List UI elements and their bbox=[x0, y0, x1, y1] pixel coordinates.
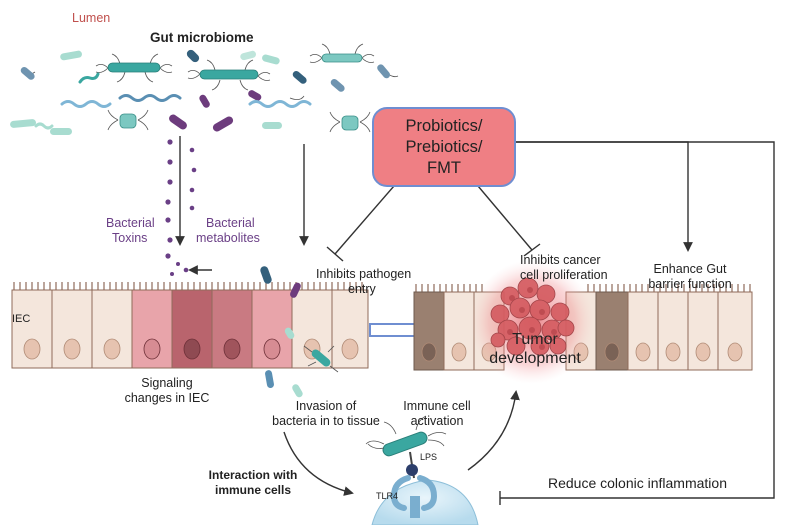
enhance-gut-line2: barrier function bbox=[648, 277, 732, 291]
inhibits-cancer-line2: cell proliferation bbox=[520, 268, 608, 282]
bacterial-toxins-line2: Toxins bbox=[112, 231, 148, 245]
lps-label: LPS bbox=[420, 452, 438, 462]
signaling-line1: Signaling bbox=[141, 376, 193, 390]
enhance-gut-line1: Enhance Gut bbox=[653, 262, 727, 276]
immune-activation-line2: activation bbox=[410, 414, 464, 428]
inhibits-pathogen-line2: entry bbox=[348, 282, 376, 296]
pathway-arrows bbox=[175, 136, 775, 505]
interaction-line2: immune cells bbox=[214, 483, 292, 497]
invasion-line2: bacteria in to tissue bbox=[272, 414, 380, 428]
bacterial-metabolites-line2: metabolites bbox=[196, 231, 260, 245]
inhibits-cancer-line1: Inhibits cancer bbox=[520, 253, 601, 267]
probiotics-line2: Prebiotics/ bbox=[405, 138, 483, 156]
gut-bacteria-icon bbox=[10, 43, 399, 135]
probiotics-line1: Probiotics/ bbox=[405, 117, 483, 135]
tlr4-label: TLR4 bbox=[376, 491, 399, 501]
iec-label: IEC bbox=[12, 313, 31, 325]
probiotics-line3: FMT bbox=[427, 159, 461, 177]
tumor-cluster-icon bbox=[470, 260, 594, 384]
tlr4-receptor-icon bbox=[365, 415, 447, 518]
gut-microbiome-title: Gut microbiome bbox=[150, 30, 254, 45]
inhibits-pathogen-line1: Inhibits pathogen bbox=[316, 267, 412, 281]
lumen-label: Lumen bbox=[72, 11, 111, 25]
bacterial-toxins-line1: Bacterial bbox=[106, 216, 155, 230]
immune-activation-line1: Immune cell bbox=[403, 399, 471, 413]
toxin-metabolite-dots bbox=[165, 139, 197, 276]
left-epithelium bbox=[11, 266, 369, 398]
interaction-line1: Interaction with bbox=[208, 468, 298, 482]
immune-cell-icon bbox=[371, 479, 479, 525]
invasion-line1: Invasion of bbox=[295, 399, 357, 413]
probiotics-box bbox=[372, 107, 516, 187]
tumor-line1: Tumor bbox=[512, 331, 558, 348]
reduce-inflammation-label: Reduce colonic inflammation bbox=[548, 475, 727, 491]
tumor-line2: development bbox=[489, 350, 581, 367]
right-epithelium bbox=[413, 284, 753, 371]
signaling-line2: changes in IEC bbox=[124, 391, 210, 405]
bacterial-metabolites-line1: Bacterial bbox=[206, 216, 255, 230]
